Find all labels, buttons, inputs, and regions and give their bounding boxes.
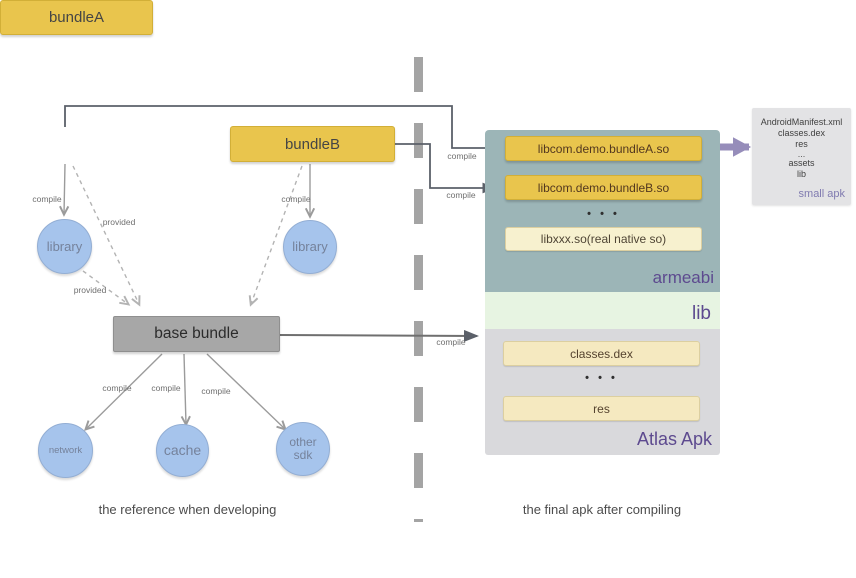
small-apk-label: small apk (798, 188, 845, 200)
edge-bundlea-compile-library (59, 163, 70, 217)
bundle-b-box: bundleB (230, 126, 395, 162)
bundle-a-box: bundleA (0, 0, 153, 35)
other-sdk-label: other sdk (289, 436, 316, 461)
library-a-circle: library (37, 219, 92, 274)
edge-label-compile-sob: compile (446, 190, 476, 200)
res-box: res (503, 396, 700, 421)
so-bundle-b-box: libcom.demo.bundleB.so (505, 175, 702, 200)
edge-label-compile-soa: compile (447, 151, 477, 161)
small-apk-line-ellipsis: ... (797, 149, 806, 159)
cache-label: cache (163, 442, 202, 459)
bundle-b-label: bundleB (284, 135, 341, 153)
edge-label-compile-cache: compile (151, 383, 181, 393)
small-apk-line-classes: classes.dex (777, 128, 826, 138)
other-sdk-circle: other sdk (276, 422, 330, 476)
edge-library-provided-base (82, 270, 131, 306)
edge-label-compile-b: compile (281, 194, 311, 204)
edge-label-compile-atlas: compile (436, 337, 466, 347)
so-bundle-b-label: libcom.demo.bundleB.so (537, 180, 670, 195)
library-a-label: library (46, 238, 83, 254)
native-so-box: libxxx.so(real native so) (505, 227, 702, 251)
edge-base-compile-cache (180, 353, 191, 427)
library-b-label: library (292, 239, 328, 255)
small-apk-line-res: res (795, 139, 808, 149)
res-label: res (593, 401, 610, 416)
so-bundle-a-box: libcom.demo.bundleA.so (505, 136, 702, 161)
right-caption: the final apk after compiling (522, 502, 682, 517)
other-sdk-line1: other (289, 435, 317, 450)
edge-label-provided-1: provided (102, 217, 136, 227)
edge-base-compile-network (83, 353, 163, 432)
armeabi-panel-label: armeabi (652, 268, 714, 287)
small-apk-line-assets: assets (788, 158, 815, 168)
edge-base-to-atlas (279, 329, 479, 342)
network-circle: network (38, 423, 93, 478)
edge-label-compile-a: compile (32, 194, 62, 204)
classes-dex-box: classes.dex (503, 341, 700, 366)
small-apk-card: AndroidManifest.xml classes.dex res ... … (752, 108, 851, 205)
cache-circle: cache (156, 424, 209, 477)
edge-bundleb-to-so (395, 143, 496, 194)
library-b-circle: library (283, 220, 337, 274)
atlas-apk-label: Atlas Apk (636, 429, 712, 449)
edge-label-compile-othersdk: compile (201, 386, 231, 396)
left-caption: the reference when developing (98, 502, 277, 517)
armeabi-ellipsis: • • • (587, 208, 620, 220)
small-apk-line-lib: lib (796, 169, 806, 179)
native-so-label: libxxx.so(real native so) (540, 232, 667, 246)
base-bundle-box: base bundle (113, 316, 280, 352)
network-label: network (48, 444, 83, 456)
edge-label-provided-2: provided (73, 285, 107, 295)
bundle-a-label: bundleA (48, 9, 105, 26)
classes-dex-label: classes.dex (570, 346, 633, 361)
atlas-ellipsis: • • • (585, 372, 618, 384)
edge-base-compile-othersdk (206, 353, 288, 432)
edge-bundlea-dashed-base (72, 165, 141, 307)
small-apk-line-manifest: AndroidManifest.xml (760, 117, 843, 127)
lib-strip-label: lib (691, 303, 711, 324)
edge-bundlea-to-so (64, 105, 499, 154)
other-sdk-line2: sdk (293, 448, 313, 462)
edge-bundleb-dashed-base (248, 165, 303, 307)
edge-label-compile-network: compile (102, 383, 132, 393)
base-bundle-label: base bundle (154, 325, 239, 342)
lib-strip-panel: lib (485, 292, 720, 329)
so-bundle-a-label: libcom.demo.bundleA.so (537, 141, 670, 156)
